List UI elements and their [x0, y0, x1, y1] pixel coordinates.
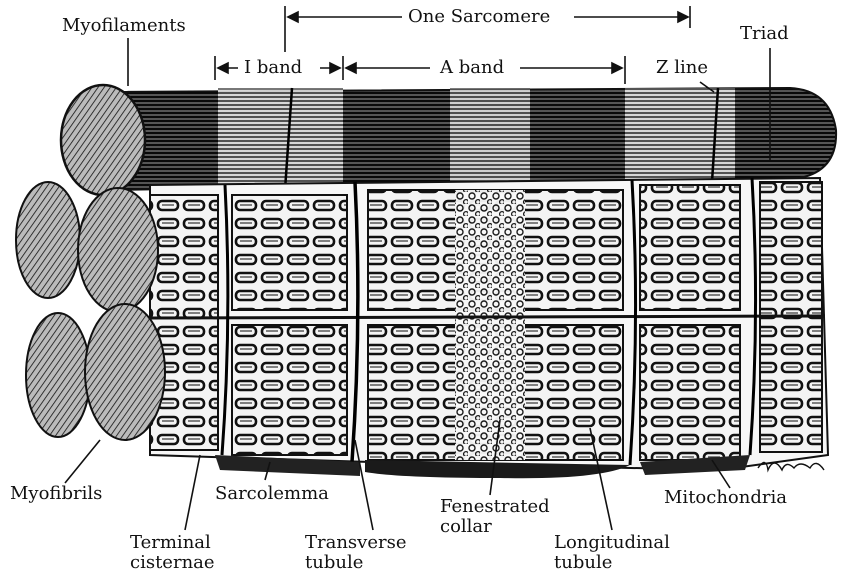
label-longitudinal-tubule-line-2: tubule — [554, 553, 670, 573]
label-fenestrated-collar-line-1: Fenestrated — [440, 497, 550, 517]
label-terminal-cisternae-line-1: Terminal — [130, 533, 215, 553]
label-myofilaments: Myofilaments — [62, 16, 186, 36]
label-terminal-cisternae-line-2: cisternae — [130, 553, 215, 573]
i-band-region — [218, 88, 343, 190]
fenestrated-collar-region — [455, 190, 525, 460]
label-mitochondria: Mitochondria — [664, 488, 787, 508]
label-transverse-tubule-line-2: tubule — [305, 553, 407, 573]
myofibril-cross-sections — [16, 182, 165, 440]
sr-block-far-left — [150, 195, 218, 450]
i-band-region-2 — [625, 88, 735, 183]
a-band-light-region — [450, 88, 530, 188]
label-fenestrated-collar: Fenestrated collar — [440, 497, 550, 537]
fiber-body — [150, 178, 828, 478]
sr-block-right-bottom — [640, 325, 740, 460]
label-transverse-tubule-line-1: Transverse — [305, 533, 407, 553]
label-transverse-tubule: Transverse tubule — [305, 533, 407, 573]
label-z-line: Z line — [656, 58, 708, 78]
label-myofibrils: Myofibrils — [10, 484, 102, 504]
horizontal-division — [150, 316, 825, 318]
label-terminal-cisternae: Terminal cisternae — [130, 533, 215, 573]
sr-block-left-bottom — [232, 325, 347, 455]
label-one-sarcomere: One Sarcomere — [408, 7, 550, 27]
label-i-band: I band — [244, 58, 302, 78]
label-longitudinal-tubule-line-1: Longitudinal — [554, 533, 670, 553]
cylinder-end-cap — [61, 85, 145, 195]
sr-block-left-top — [232, 195, 347, 310]
sr-block-right-top — [640, 185, 740, 310]
label-sarcolemma: Sarcolemma — [215, 484, 329, 504]
label-a-band: A band — [440, 58, 504, 78]
label-fenestrated-collar-line-2: collar — [440, 517, 550, 537]
label-longitudinal-tubule: Longitudinal tubule — [554, 533, 670, 573]
label-triad: Triad — [740, 24, 789, 44]
